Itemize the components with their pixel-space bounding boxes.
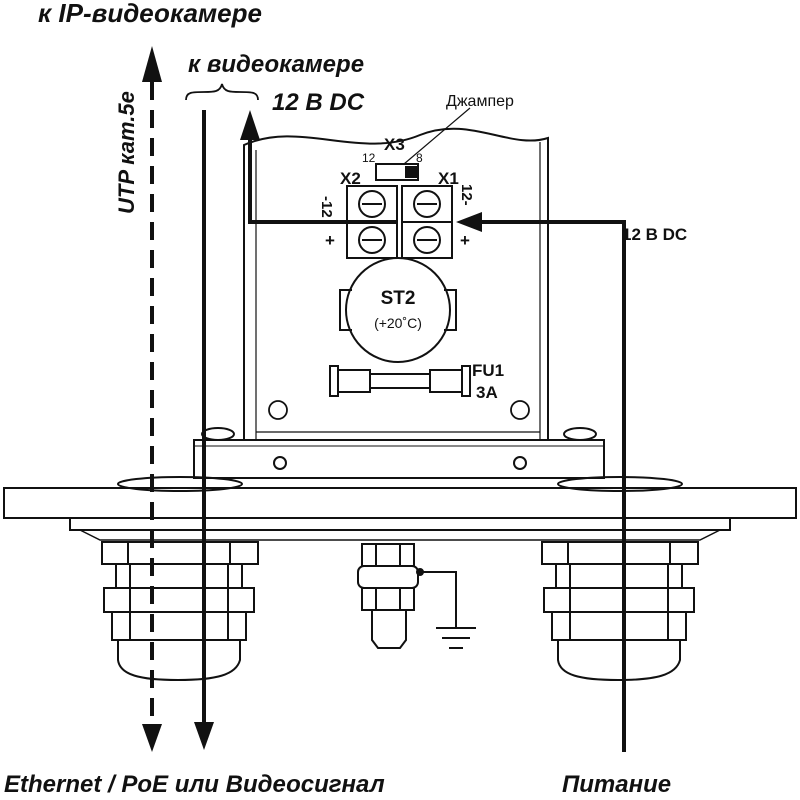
label-x2-plus: + bbox=[325, 231, 335, 250]
label-st2: ST2 bbox=[381, 288, 416, 309]
ground-bolt bbox=[357, 543, 419, 649]
base-plate bbox=[3, 476, 797, 541]
label-x1-minus: 12- bbox=[458, 184, 475, 206]
label-x2: X2 bbox=[340, 169, 361, 188]
fuse-fu1 bbox=[329, 365, 471, 397]
label-st2-temp: (+20˚C) bbox=[374, 315, 422, 331]
label-x3: X3 bbox=[384, 135, 405, 154]
ground-symbol bbox=[416, 568, 476, 649]
cable-gland-left bbox=[101, 541, 259, 682]
thermostat-st2 bbox=[339, 257, 457, 363]
label-x2-minus: -12 bbox=[318, 196, 335, 218]
board-hole-left bbox=[268, 400, 288, 420]
label-12v-right: 12 В DC bbox=[622, 225, 687, 244]
label-x3-pin-right: 8 bbox=[416, 151, 423, 165]
label-bottom-right: Питание bbox=[562, 771, 671, 798]
terminal-block-x1 bbox=[401, 185, 453, 259]
label-x3-pin-left: 12 bbox=[362, 151, 376, 165]
label-to-camera: к видеокамере bbox=[188, 51, 364, 78]
label-12v-top: 12 В DC bbox=[272, 89, 365, 116]
board-outline bbox=[243, 127, 549, 440]
brace bbox=[185, 83, 259, 101]
cable-gland-right bbox=[541, 541, 699, 682]
label-x1-plus: + bbox=[460, 231, 470, 250]
label-x1: X1 bbox=[438, 169, 459, 188]
video-cable-line bbox=[194, 110, 214, 750]
power-out-line bbox=[240, 110, 396, 224]
label-to-ip-camera: к IP-видеокамере bbox=[38, 0, 262, 28]
label-fu1-rating: 3А bbox=[476, 383, 498, 402]
board-hole-right bbox=[510, 400, 530, 420]
label-utp: UTP кат.5е bbox=[114, 91, 139, 214]
jumper-x3 bbox=[375, 107, 471, 181]
power-in-line bbox=[456, 212, 626, 752]
mounting-bracket bbox=[193, 427, 605, 479]
label-jumper: Джампер bbox=[446, 93, 514, 110]
label-fu1: FU1 bbox=[472, 361, 504, 380]
label-bottom-left: Ethernet / PoE или Видеосигнал bbox=[4, 771, 385, 798]
utp-cable-line bbox=[142, 46, 162, 752]
